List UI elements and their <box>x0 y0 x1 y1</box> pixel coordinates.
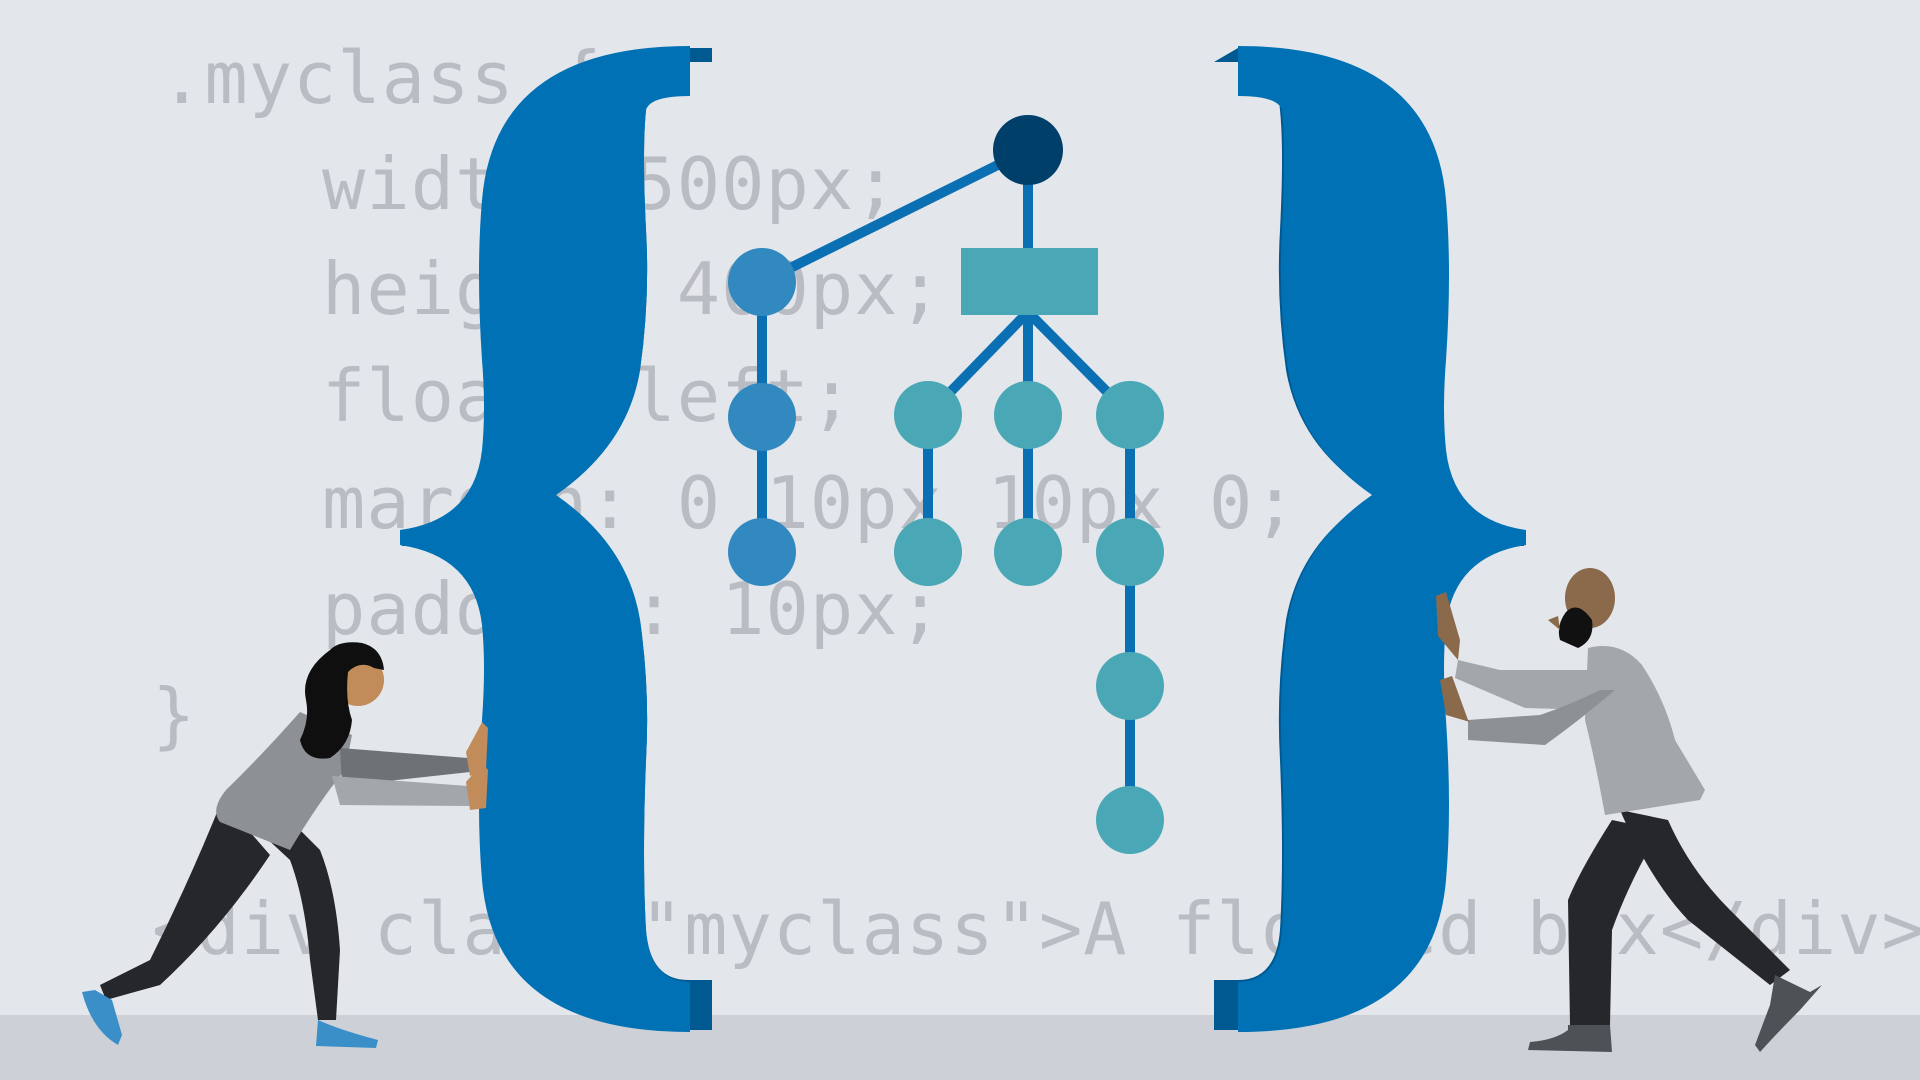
tree-node <box>1096 652 1164 720</box>
tree-node <box>1096 786 1164 854</box>
woman-pushing-figure <box>82 642 488 1048</box>
tree-node <box>728 248 796 316</box>
left-curly-brace-icon <box>400 46 712 1032</box>
code-margin: margin: 0 10px 10px 0; <box>322 461 1298 545</box>
tree-node <box>994 518 1062 586</box>
tree-node <box>894 518 962 586</box>
right-curly-brace-icon <box>1214 46 1526 1032</box>
dom-tree-icon <box>728 115 1164 854</box>
tree-root-node <box>993 115 1063 185</box>
tree-node <box>728 518 796 586</box>
tree-node <box>728 383 796 451</box>
tree-node <box>1096 381 1164 449</box>
man-pushing-figure <box>1436 568 1822 1052</box>
code-close-brace: } <box>152 673 197 757</box>
tree-box-node <box>961 248 1098 315</box>
tree-node <box>1096 518 1164 586</box>
tree-node <box>994 381 1062 449</box>
tree-node <box>894 381 962 449</box>
